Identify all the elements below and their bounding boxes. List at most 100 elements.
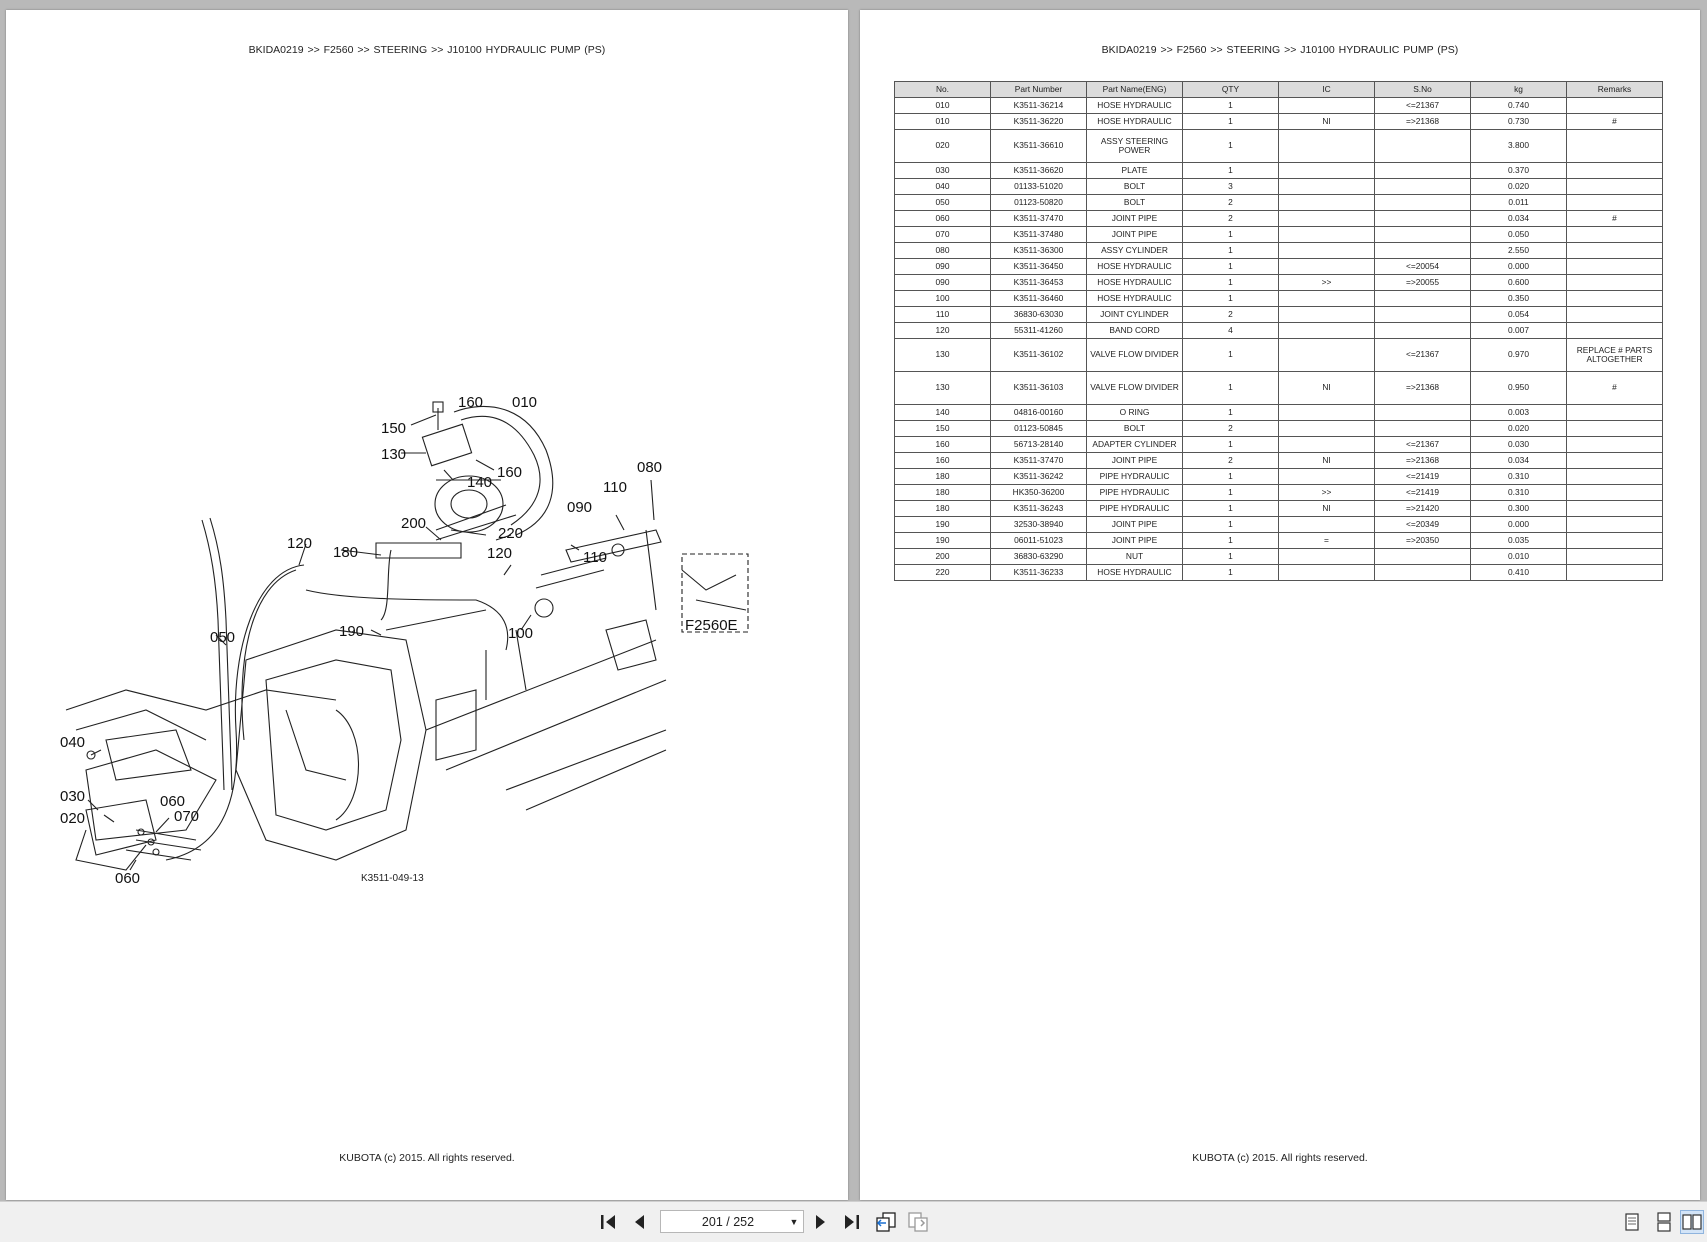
table-cell: 0.600: [1470, 274, 1567, 291]
callout-label: 070: [174, 808, 199, 825]
chevron-down-icon: ▼: [789, 1216, 799, 1227]
table-cell: [1278, 404, 1375, 421]
table-cell: 1: [1182, 242, 1279, 259]
table-cell: [1566, 322, 1663, 339]
table-cell: 2: [1182, 194, 1279, 211]
copyright-footer: KUBOTA (c) 2015. All rights reserved.: [1192, 1152, 1368, 1164]
table-cell: K3511-36450: [990, 258, 1087, 275]
previous-page-button[interactable]: [627, 1210, 651, 1234]
parts-table: No. Part Number Part Name(ENG) QTY IC S.…: [894, 81, 1663, 581]
next-page-button[interactable]: [809, 1210, 833, 1234]
table-cell: =>21368: [1374, 113, 1471, 130]
table-cell: K3511-36102: [990, 338, 1087, 372]
table-cell: 160: [894, 452, 991, 469]
table-cell: PLATE: [1086, 162, 1183, 179]
table-cell: [1566, 162, 1663, 179]
table-cell: [1374, 564, 1471, 581]
table-cell: [1278, 306, 1375, 323]
go-forward-view-button[interactable]: [906, 1210, 930, 1234]
table-cell: 01123-50820: [990, 194, 1087, 211]
table-cell: 1: [1182, 532, 1279, 549]
table-cell: JOINT PIPE: [1086, 532, 1183, 549]
callout-label: 140: [467, 474, 492, 491]
table-cell: [1374, 194, 1471, 211]
table-cell: [1278, 226, 1375, 243]
table-cell: NI: [1278, 113, 1375, 130]
table-cell: <=20349: [1374, 516, 1471, 533]
table-cell: [1278, 162, 1375, 179]
table-cell: [1374, 162, 1471, 179]
page-number-selector[interactable]: 201 / 252 ▼: [660, 1210, 804, 1233]
previous-page-icon: [635, 1215, 644, 1229]
callout-label: 120: [287, 535, 312, 552]
table-cell: K3511-36620: [990, 162, 1087, 179]
table-cell: [1278, 516, 1375, 533]
continuous-view-button[interactable]: [1652, 1210, 1676, 1234]
table-cell: [1566, 194, 1663, 211]
diagram-linework: [65, 401, 749, 871]
go-back-view-button[interactable]: [874, 1210, 898, 1234]
table-cell: K3511-36242: [990, 468, 1087, 485]
single-page-view-button[interactable]: [1620, 1210, 1644, 1234]
table-cell: >>: [1278, 484, 1375, 501]
table-cell: [1374, 178, 1471, 195]
table-cell: 1: [1182, 564, 1279, 581]
table-cell: 090: [894, 274, 991, 291]
table-cell: 0.035: [1470, 532, 1567, 549]
table-cell: [1374, 226, 1471, 243]
callout-label: F2560E: [685, 617, 738, 634]
callout-label: 180: [333, 544, 358, 561]
table-cell: K3511-36610: [990, 129, 1087, 163]
table-cell: NUT: [1086, 548, 1183, 565]
table-cell: 220: [894, 564, 991, 581]
column-header: Part Number: [990, 81, 1087, 98]
table-cell: [1566, 306, 1663, 323]
table-cell: 2: [1182, 210, 1279, 227]
table-cell: 1: [1182, 258, 1279, 275]
table-cell: [1566, 420, 1663, 437]
table-cell: 060: [894, 210, 991, 227]
table-cell: [1278, 242, 1375, 259]
table-cell: 01123-50845: [990, 420, 1087, 437]
table-cell: 0.020: [1470, 178, 1567, 195]
table-cell: =: [1278, 532, 1375, 549]
table-cell: K3511-37470: [990, 452, 1087, 469]
table-cell: 0.010: [1470, 548, 1567, 565]
table-cell: 3.800: [1470, 129, 1567, 163]
table-cell: 2: [1182, 420, 1279, 437]
table-cell: HOSE HYDRAULIC: [1086, 564, 1183, 581]
table-cell: 1: [1182, 338, 1279, 372]
table-cell: 0.050: [1470, 226, 1567, 243]
first-page-button[interactable]: [596, 1210, 620, 1234]
table-cell: 160: [894, 436, 991, 453]
table-cell: K3511-37470: [990, 210, 1087, 227]
continuous-view-icon: [1657, 1212, 1671, 1232]
table-cell: [1566, 452, 1663, 469]
callout-label: 030: [60, 788, 85, 805]
table-cell: [1278, 564, 1375, 581]
table-cell: 3: [1182, 178, 1279, 195]
table-cell: [1566, 129, 1663, 163]
table-cell: <=20054: [1374, 258, 1471, 275]
table-cell: 190: [894, 516, 991, 533]
table-cell: 0.730: [1470, 113, 1567, 130]
last-page-button[interactable]: [840, 1210, 864, 1234]
table-cell: [1374, 306, 1471, 323]
table-cell: K3511-37480: [990, 226, 1087, 243]
table-cell: K3511-36243: [990, 500, 1087, 517]
two-page-view-button[interactable]: [1680, 1210, 1704, 1234]
table-cell: HOSE HYDRAULIC: [1086, 274, 1183, 291]
table-cell: 030: [894, 162, 991, 179]
